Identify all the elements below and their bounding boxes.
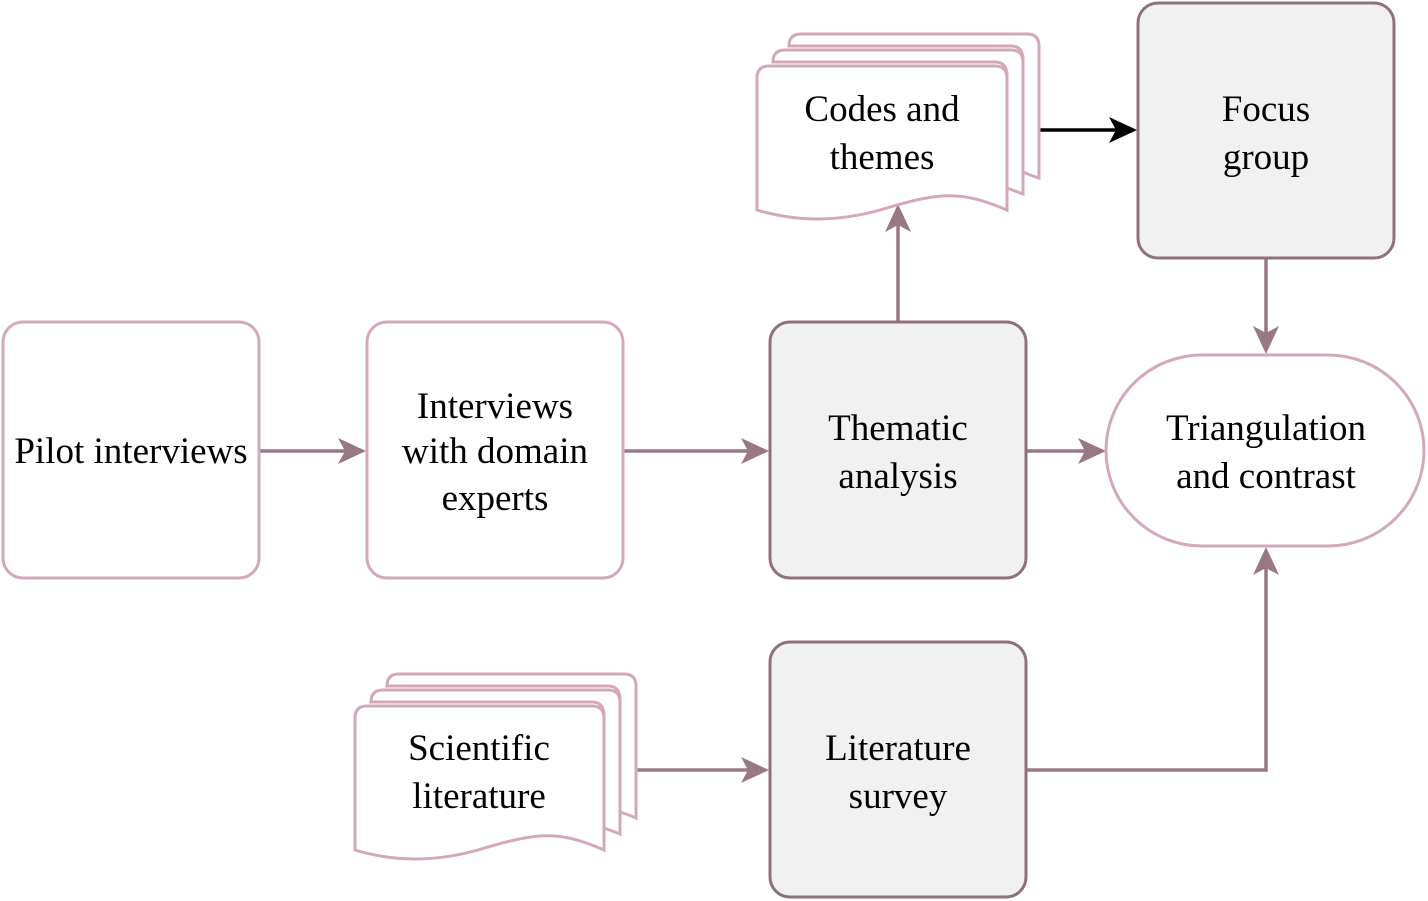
node-label-line-1: Scientific	[408, 728, 550, 769]
node-label-line-1: Thematic	[828, 408, 968, 449]
node-label-line-1: Focus	[1222, 89, 1310, 130]
edge-thematic-to-codes	[885, 204, 911, 322]
edge-survey-to-triangulation	[1026, 547, 1279, 772]
edge-scilit-to-survey	[636, 757, 769, 783]
node-label-line-2: literature	[412, 776, 546, 817]
node-label-line-2: and contrast	[1176, 456, 1357, 497]
node-label-line-1: Literature	[825, 728, 971, 769]
node-label-line-2: analysis	[838, 456, 957, 497]
node-interviews-domain-experts[interactable]: Interviews with domain experts	[365, 320, 625, 580]
node-label-line-2: survey	[849, 776, 948, 817]
node-literature-survey[interactable]: Literature survey	[768, 640, 1028, 899]
edge-codes-to-focus	[1040, 117, 1137, 143]
node-thematic-analysis[interactable]: Thematic analysis	[768, 320, 1028, 580]
node-scientific-literature[interactable]: Scientific literature	[353, 672, 638, 861]
node-pilot-interviews[interactable]: Pilot interviews	[1, 320, 261, 580]
edge-pilot-to-experts	[259, 438, 366, 464]
node-label-line-3: experts	[442, 478, 549, 519]
edge-experts-to-thematic	[623, 438, 769, 464]
node-label-line-2: with domain	[402, 431, 588, 472]
edges	[259, 117, 1279, 783]
node-label-line-2: themes	[830, 137, 935, 178]
node-focus-group[interactable]: Focus group	[1136, 1, 1396, 260]
node-label-line-1: Triangulation	[1166, 408, 1366, 449]
node-label-line-1: Codes and	[804, 89, 960, 130]
node-label: Pilot interviews	[14, 431, 247, 472]
node-label-line-1: Interviews	[417, 386, 573, 427]
node-label-line-2: group	[1223, 137, 1309, 178]
edge-focus-to-triangulation	[1253, 258, 1279, 354]
node-triangulation-and-contrast[interactable]: Triangulation and contrast	[1104, 353, 1426, 548]
edge-thematic-to-triangulation	[1026, 438, 1106, 464]
node-codes-and-themes[interactable]: Codes and themes	[755, 32, 1041, 221]
